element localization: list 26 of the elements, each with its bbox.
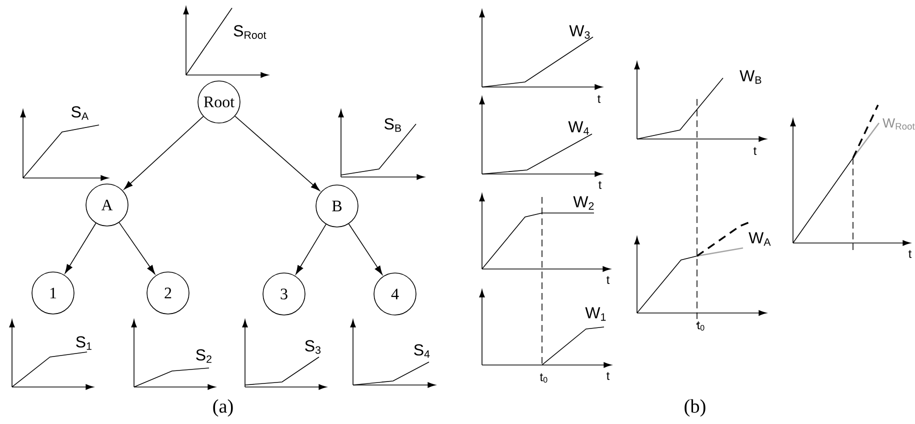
arrow bbox=[118, 222, 156, 274]
arrow bbox=[348, 223, 383, 275]
curve-label: S$_{Root}$ bbox=[234, 25, 266, 39]
axis-label: t bbox=[598, 181, 602, 189]
axis-label: t$_{0}$ bbox=[696, 321, 704, 331]
curve-label: W$_{3}$ bbox=[569, 25, 590, 39]
arrow bbox=[296, 224, 326, 274]
arrow bbox=[124, 116, 204, 190]
panel-label: (a) bbox=[213, 399, 233, 417]
curve-label: W$_{1}$ bbox=[585, 307, 606, 321]
curve-label: W$_{B}$ bbox=[740, 70, 762, 84]
curve-label: W$_{Root}$ bbox=[882, 118, 915, 130]
curve-label: S$_{A}$ bbox=[72, 106, 89, 120]
arrow bbox=[234, 116, 320, 191]
curve-label: W$_{4}$ bbox=[568, 121, 589, 135]
axis-label: t bbox=[606, 372, 610, 380]
curve-label: S$_{2}$ bbox=[196, 349, 212, 363]
axis-label: t bbox=[754, 147, 757, 155]
curve-label: W$_{2}$ bbox=[573, 196, 594, 210]
arrow bbox=[64, 222, 96, 274]
axis-label: t$_{0}$ bbox=[540, 373, 548, 383]
axis-label: t bbox=[606, 276, 610, 284]
curve-label: W$_{A}$ bbox=[748, 232, 771, 246]
panel-label: (b) bbox=[684, 399, 706, 417]
axis-label: t bbox=[598, 95, 601, 103]
axis-label: t bbox=[908, 250, 912, 258]
